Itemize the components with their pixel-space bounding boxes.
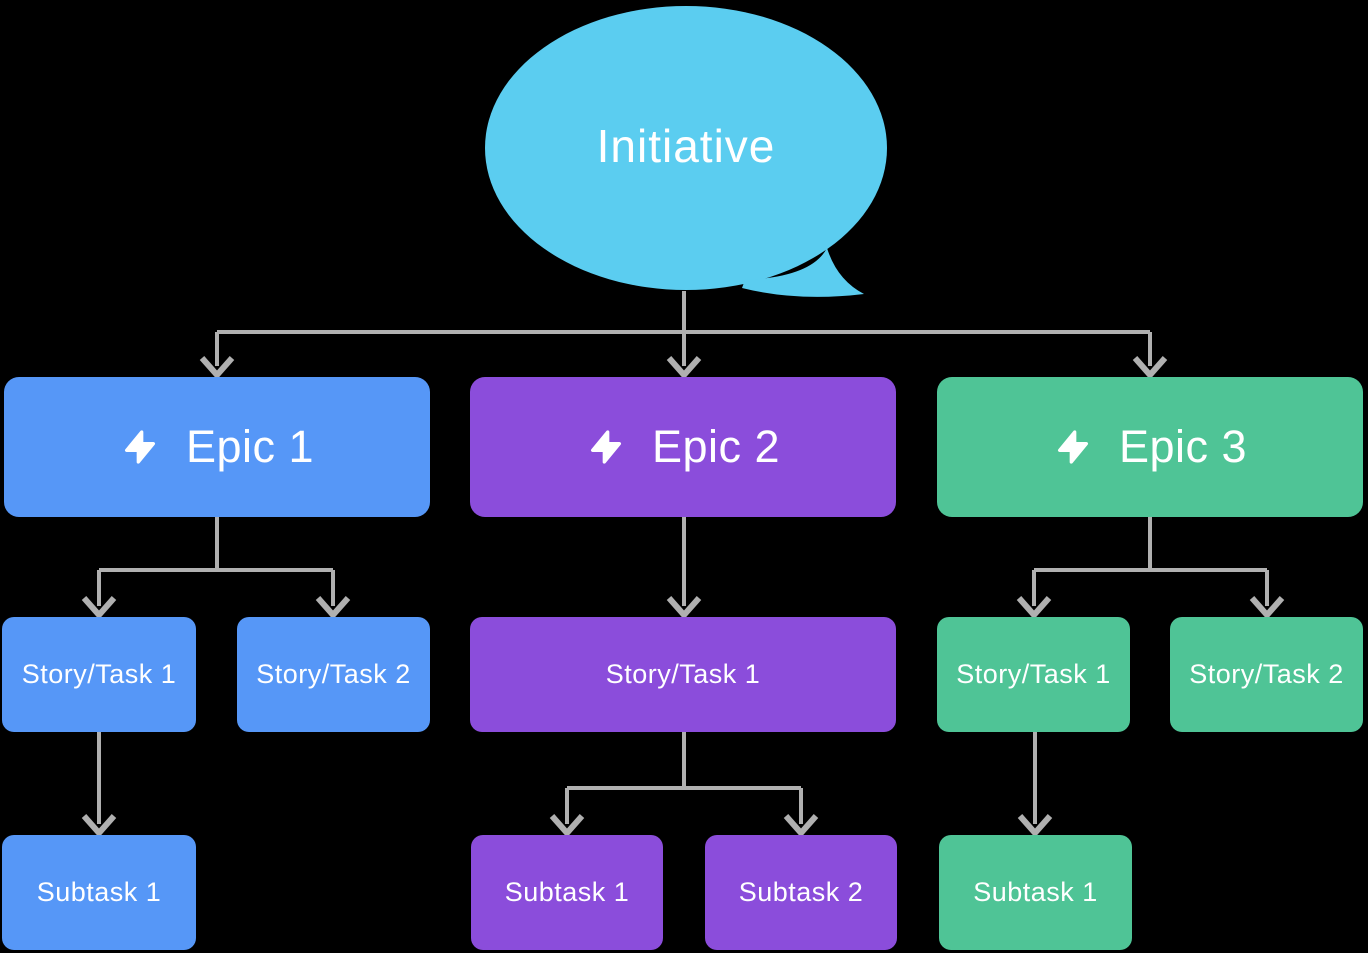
lightning-bolt-icon bbox=[590, 430, 621, 464]
story-label: Story/Task 1 bbox=[21, 659, 177, 689]
story-label: Story/Task 2 bbox=[1189, 659, 1344, 689]
lightning-bolt-icon bbox=[1057, 430, 1088, 464]
epic-3-label: Epic 3 bbox=[1118, 421, 1248, 472]
lightning-bolt-icon bbox=[124, 430, 155, 464]
subtask-label: Subtask 1 bbox=[36, 877, 162, 907]
epic-2-label: Epic 2 bbox=[651, 421, 781, 472]
epic3-story-1-node: Story/Task 1 bbox=[937, 617, 1130, 732]
epic-2-node: Epic 2 bbox=[470, 377, 896, 517]
subtask-label: Subtask 1 bbox=[973, 877, 1098, 907]
epic-1-label: Epic 1 bbox=[185, 421, 315, 472]
epic-3-node: Epic 3 bbox=[937, 377, 1363, 517]
epic2-story-1-node: Story/Task 1 bbox=[470, 617, 896, 732]
initiative-node: Initiative bbox=[485, 6, 887, 286]
story-label: Story/Task 1 bbox=[956, 659, 1111, 689]
epic1-subtask-1-node: Subtask 1 bbox=[2, 835, 196, 950]
epic2-subtask-1-node: Subtask 1 bbox=[471, 835, 663, 950]
epic1-story-1-node: Story/Task 1 bbox=[2, 617, 196, 732]
speech-bubble-shape bbox=[485, 6, 887, 297]
story-label: Story/Task 2 bbox=[256, 659, 411, 689]
subtask-label: Subtask 2 bbox=[738, 877, 864, 907]
epic3-story-2-node: Story/Task 2 bbox=[1170, 617, 1363, 732]
connector-lines bbox=[97, 291, 1269, 824]
epic3-subtask-1-node: Subtask 1 bbox=[939, 835, 1132, 950]
epic-1-node: Epic 1 bbox=[4, 377, 430, 517]
epic2-subtask-2-node: Subtask 2 bbox=[705, 835, 897, 950]
arrowhead-icons bbox=[81, 356, 1285, 838]
initiative-label: Initiative bbox=[596, 120, 776, 172]
epic1-story-2-node: Story/Task 2 bbox=[237, 617, 430, 732]
subtask-label: Subtask 1 bbox=[504, 877, 630, 907]
story-label: Story/Task 1 bbox=[605, 659, 761, 689]
